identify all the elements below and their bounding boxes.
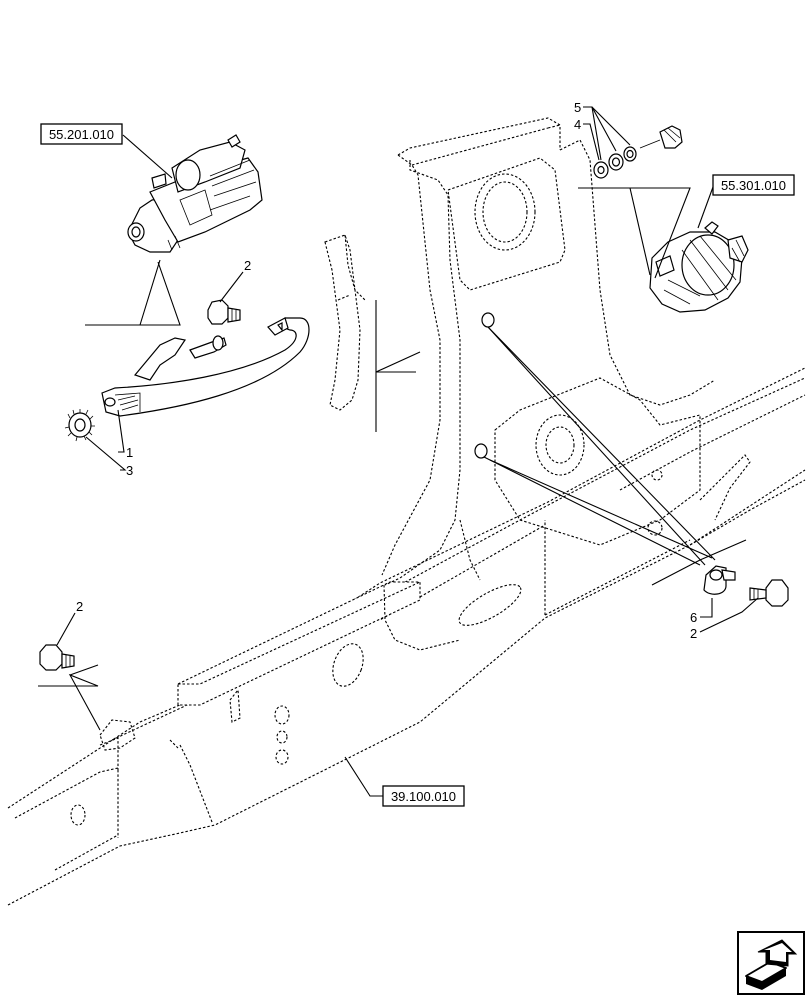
starter-motor: [127, 134, 263, 253]
ref-frame[interactable]: 39.100.010: [382, 785, 465, 807]
callout-4: 4: [574, 117, 581, 132]
callout-2-left: 2: [76, 599, 83, 614]
ref-starter[interactable]: 55.201.010: [40, 123, 123, 145]
callout-5: 5: [574, 100, 581, 115]
ref-starter-label: 55.201.010: [49, 127, 114, 142]
callout-3: 3: [126, 463, 133, 478]
frame-rail: [7, 367, 806, 906]
upright-bracket: [381, 117, 716, 651]
lock-washer: [64, 409, 95, 442]
leader-lines: [38, 106, 759, 797]
bolt-left: [39, 644, 75, 671]
callout-1: 1: [126, 445, 133, 460]
bolt-upper: [207, 299, 241, 325]
bolt-right: [749, 579, 789, 607]
next-page-arrow-icon[interactable]: [737, 931, 805, 995]
callout-2-upper: 2: [244, 258, 251, 273]
ref-alternator-label: 55.301.010: [721, 178, 786, 193]
ref-frame-label: 39.100.010: [391, 789, 456, 804]
callout-6: 6: [690, 610, 697, 625]
phantom-panel: [324, 234, 366, 411]
ground-strap: [101, 317, 310, 417]
cable-clip: [703, 565, 736, 595]
alternator: [649, 221, 749, 313]
nut-washer-set: [593, 125, 683, 179]
callout-2-right: 2: [690, 626, 697, 641]
clip-bracket: [133, 335, 227, 381]
ref-alternator[interactable]: 55.301.010: [712, 174, 795, 196]
